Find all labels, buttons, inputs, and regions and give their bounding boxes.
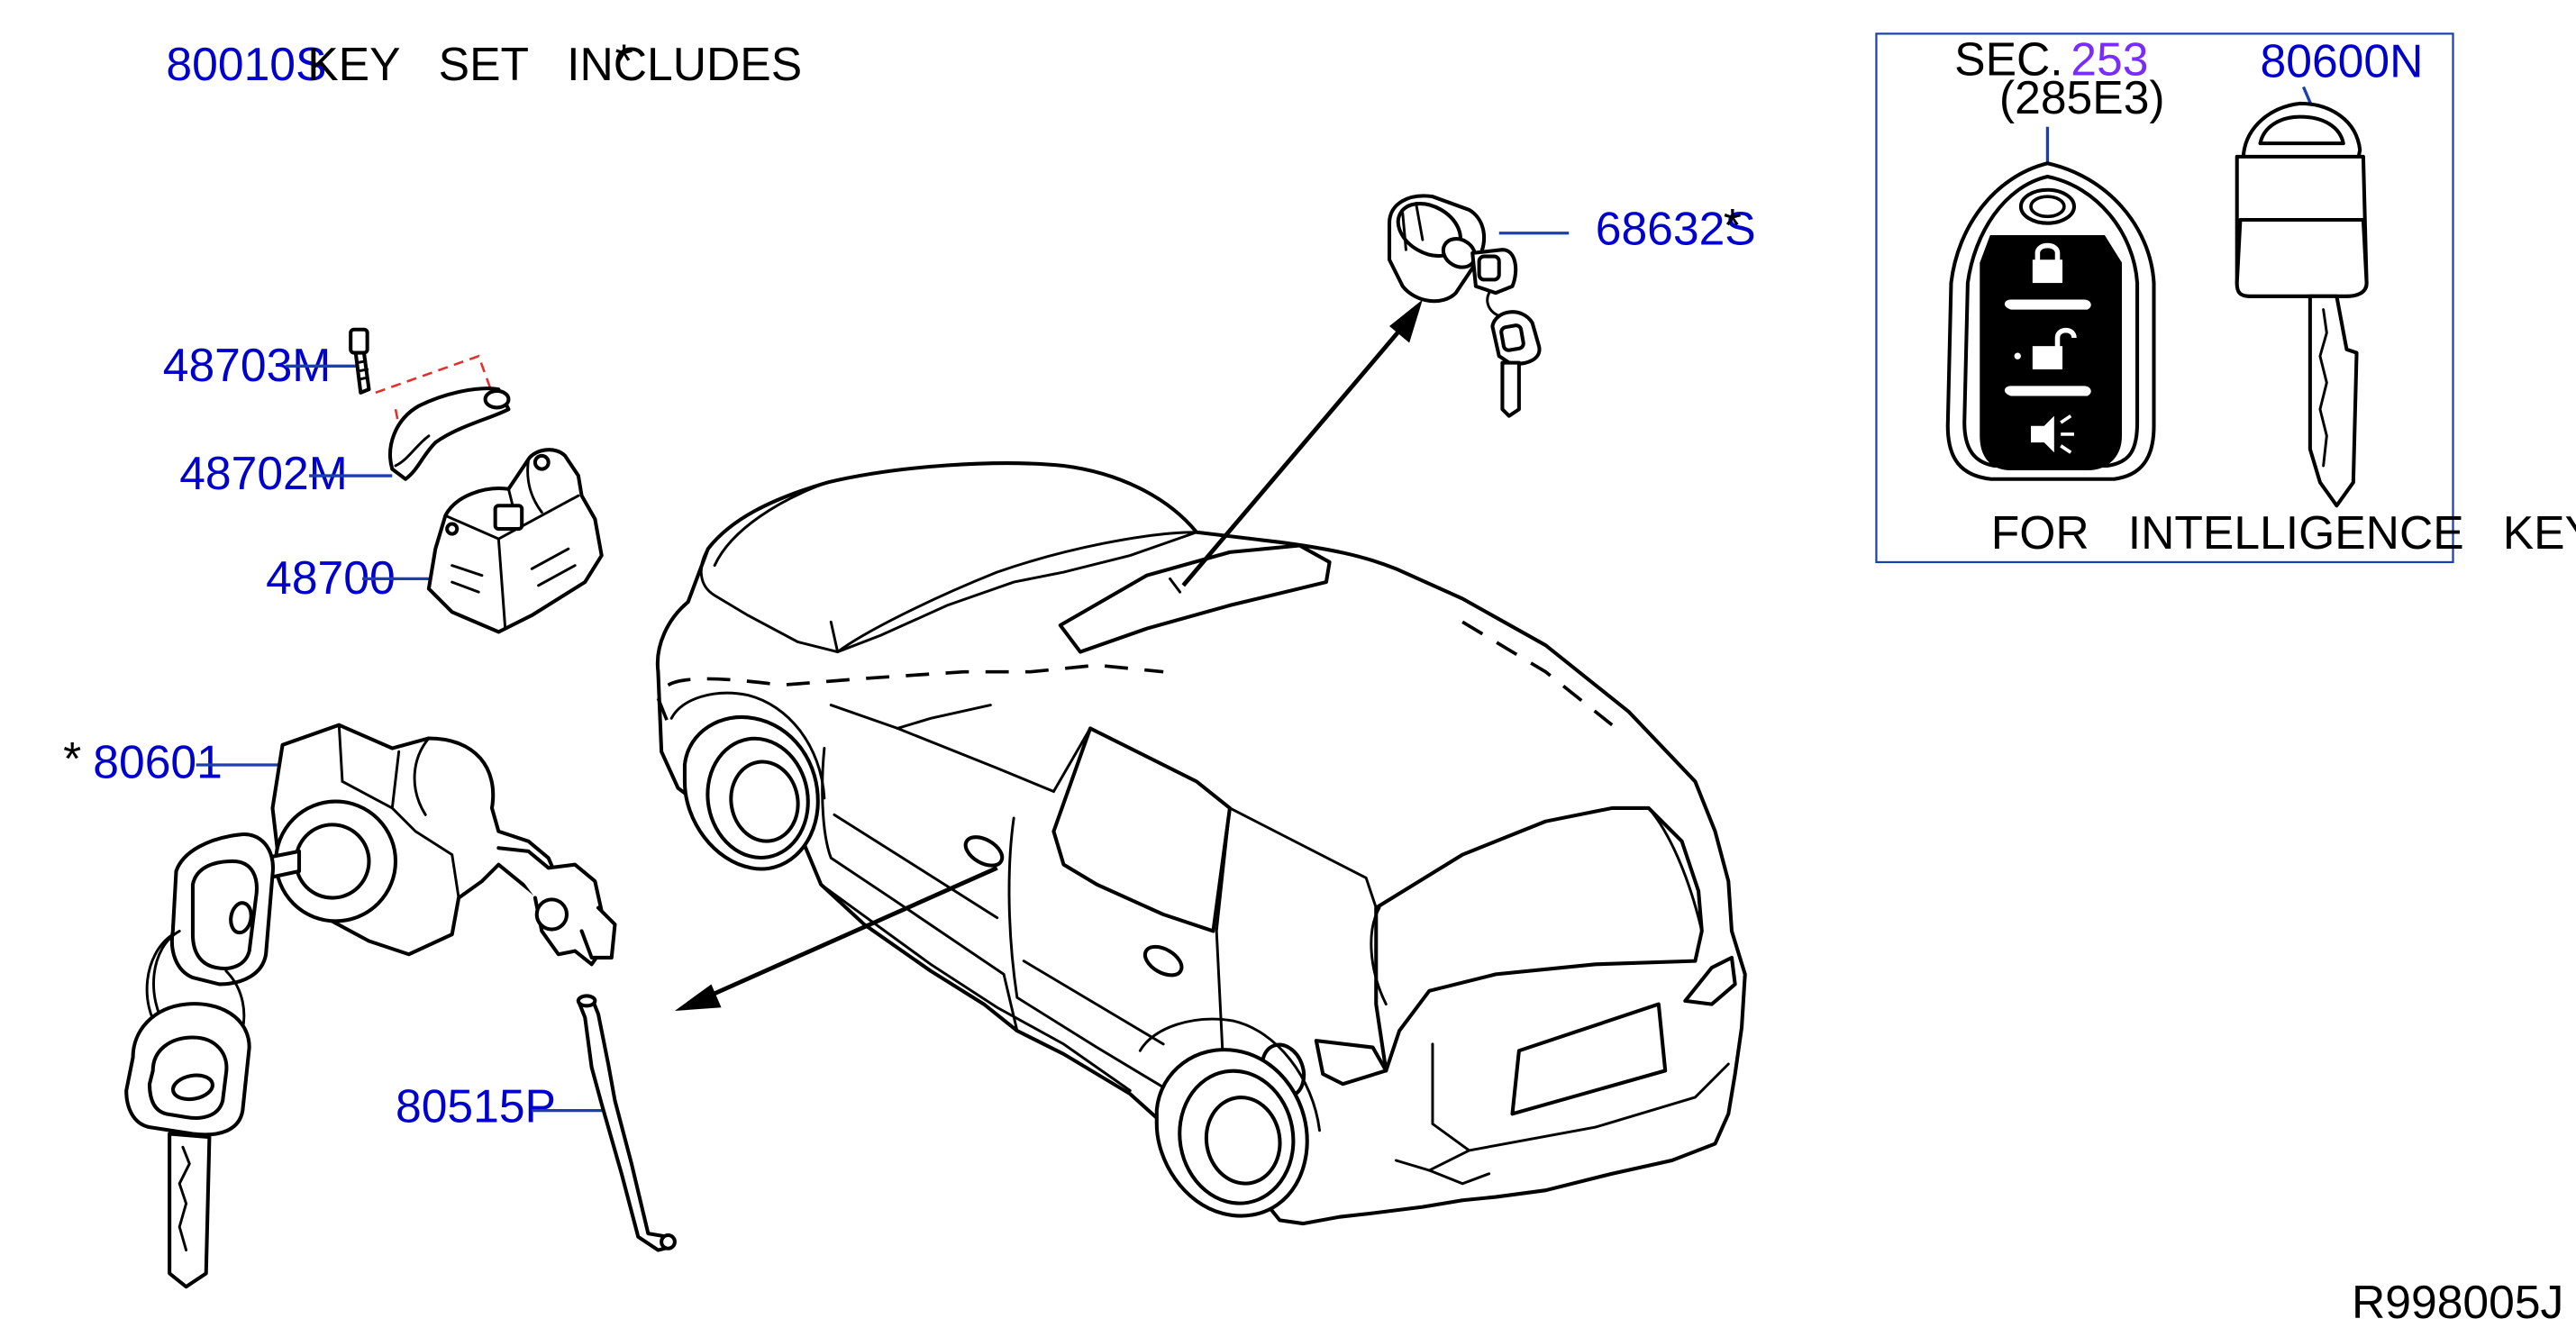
key-part-number[interactable]: 80600N	[2261, 34, 2424, 86]
callout-48703M[interactable]: 48703M	[163, 339, 356, 391]
section-prefix: SEC.	[1954, 33, 2063, 86]
part-number-label[interactable]: 80601	[93, 736, 223, 788]
part-number-label[interactable]: 48702M	[179, 447, 348, 499]
callout-48702M[interactable]: 48702M	[179, 447, 393, 499]
cover-48702M[interactable]	[388, 387, 511, 481]
drawing-code: R998005J	[2352, 1276, 2563, 1328]
asterisk-mark: *	[1724, 199, 1742, 251]
callout-80515P[interactable]: 80515P	[396, 1080, 607, 1132]
intelligence-key-inset: SEC. 253 (285E3) 80600N FOR INTELLIGENCE…	[1875, 32, 2576, 564]
key-set-asterisk: *	[614, 34, 633, 86]
rod-80515P[interactable]	[576, 994, 677, 1252]
lock-icon[interactable]	[2032, 242, 2063, 284]
section-sub-reference: (285E3)	[1999, 71, 2165, 123]
steering-lock-48700[interactable]	[426, 448, 604, 634]
part-number-label[interactable]: 68632S	[1596, 203, 1756, 255]
arrow-to-68632S	[1181, 299, 1423, 587]
inset-caption: FOR INTELLIGENCE KEY	[1991, 506, 2576, 559]
callout-80601[interactable]: * 80601	[63, 732, 283, 788]
arrow-to-80601	[674, 866, 998, 1011]
lock-cylinder-68632S[interactable]	[1387, 193, 1542, 418]
part-number-label[interactable]: 80515P	[396, 1080, 556, 1132]
asterisk-mark: *	[63, 732, 81, 785]
smart-key-fob[interactable]	[1945, 161, 2156, 481]
mechanical-key[interactable]	[2235, 101, 2369, 508]
section-number-link[interactable]: 253	[2071, 33, 2148, 86]
callout-68632S[interactable]: 68632S *	[1498, 199, 1756, 255]
vehicle-illustration	[655, 461, 1747, 1226]
key-set-note-text: KEY SET INCLUDES	[307, 38, 802, 90]
brand-emblem	[2018, 187, 2076, 225]
key-set-part-number[interactable]: 80010S	[166, 38, 326, 90]
callout-48700[interactable]: 48700	[266, 551, 436, 604]
door-lock-cylinder-80601[interactable]	[124, 723, 617, 1289]
panic-alarm-icon[interactable]	[2030, 414, 2074, 454]
bolt-48703M[interactable]	[349, 327, 371, 395]
inset-border	[1875, 32, 2454, 564]
unlock-icon[interactable]	[2014, 327, 2077, 369]
